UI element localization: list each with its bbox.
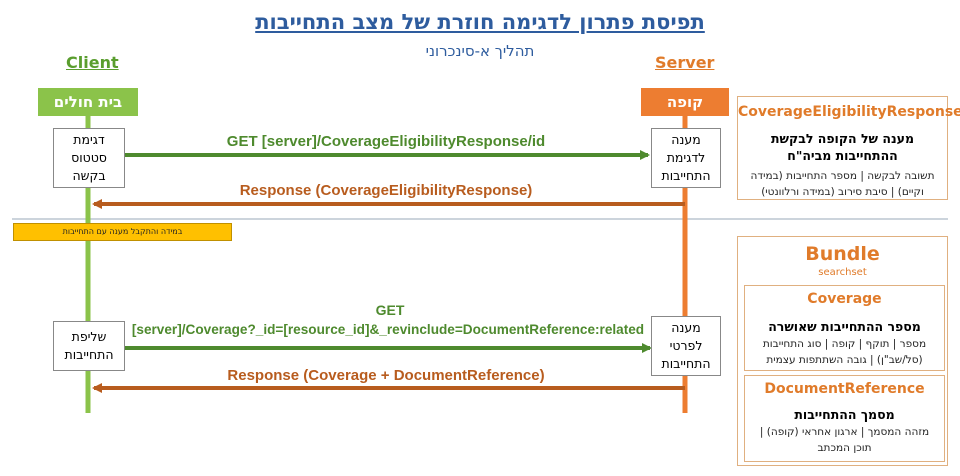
client-lane-header: בית חולים [38, 88, 138, 116]
cer-panel-details: תשובה לבקשה | מספר התחייבות (במידה וקיים… [750, 170, 935, 198]
box-line: התחייבות [64, 347, 114, 362]
coverage-details: מספר | תוקף | קופה | סוג התחייבות (סל/שב… [762, 338, 927, 366]
box-line: לדגימת [666, 150, 706, 165]
docref-title: DocumentReference [764, 381, 925, 397]
condition-note: במידה והתקבל מענה עם התחייבות [13, 223, 232, 241]
message-response-bundle: Response (Coverage + DocumentReference) [227, 367, 545, 384]
box-line: התחייבות [661, 356, 711, 371]
message-get-label: GET [375, 302, 405, 318]
docref-details: מזהה המסמך | ארגון אחראי (קופה) | תוכן ה… [759, 426, 930, 454]
box-line: מענה [671, 320, 701, 335]
box-line: דגימת [73, 132, 105, 147]
coverage-title: Coverage [807, 291, 882, 307]
box-line: מענה [671, 132, 701, 147]
coverage-panel: Coverage מספר ההתחייבות שאושרה מספר | תו… [744, 285, 945, 371]
coverage-heading: מספר ההתחייבות שאושרה [768, 319, 921, 334]
box-line: שליפת [71, 329, 107, 344]
client-role-label: Client [66, 53, 119, 72]
server-role-label: Server [655, 53, 715, 72]
client-poll-box: דגימת סטטוס בקשה [53, 128, 125, 188]
box-line: סטטוס [71, 150, 107, 165]
bundle-type: searchset [818, 267, 867, 278]
server-lane-header: קופה [641, 88, 729, 116]
server-reply2-box: מענה לפרטי התחייבות [651, 316, 721, 376]
box-line: התחייבות [661, 168, 711, 183]
bundle-title: Bundle [805, 243, 880, 265]
box-line: בקשה [72, 168, 106, 183]
cer-panel-title: CoverageEligibilityResponse [738, 104, 960, 120]
message-get-cer: GET [server]/CoverageEligibilityResponse… [226, 133, 546, 150]
docref-heading: מסמך ההתחייבות [794, 407, 895, 422]
cer-panel: CoverageEligibilityResponse מענה של הקופ… [737, 96, 960, 200]
docref-panel: DocumentReference מסמך ההתחייבות מזהה המ… [744, 375, 945, 462]
cer-panel-heading: מענה של הקופה לבקשת ההתחייבות מביה"ח [770, 131, 915, 163]
box-line: לפרטי [669, 338, 703, 353]
client-fetch-box: שליפת התחייבות [53, 321, 125, 371]
page-subtitle: תהליך א-סינכרוני [425, 42, 535, 60]
page-title: תפיסת פתרון לדגימה חוזרת של מצב התחייבות [255, 10, 705, 34]
message-get-coverage: [server]/Coverage?_id=[resource_id]&_rev… [131, 322, 645, 337]
message-response-cer: Response (CoverageEligibilityResponse) [239, 182, 533, 199]
server-reply1-box: מענה לדגימת התחייבות [651, 128, 721, 188]
